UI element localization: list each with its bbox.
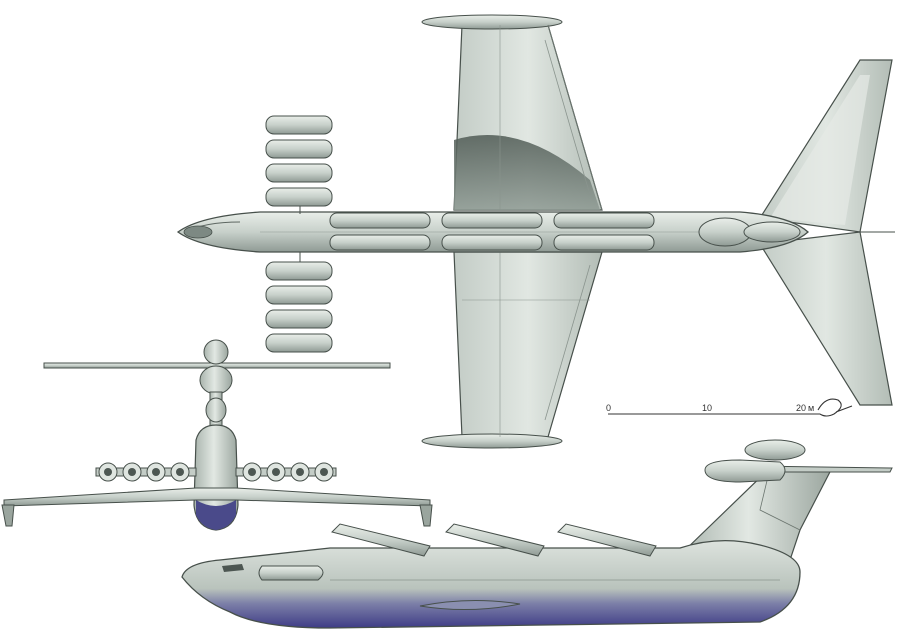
top-view-tail-engine bbox=[698, 217, 752, 247]
top-view bbox=[176, 14, 895, 449]
front-view-engines bbox=[95, 462, 337, 482]
top-view-missile-launchers bbox=[329, 212, 655, 251]
top-view-forward-engines-lower bbox=[265, 252, 333, 353]
front-view-fuselage bbox=[193, 424, 239, 531]
scale-tick-10: 10 bbox=[702, 403, 712, 413]
top-view-lower-wing bbox=[453, 251, 603, 438]
side-view bbox=[181, 439, 893, 629]
signature-mark bbox=[817, 398, 853, 417]
side-view-hull bbox=[181, 540, 801, 629]
scale-tick-20: 20 bbox=[796, 403, 806, 413]
top-view-lower-stabilizer bbox=[758, 231, 893, 406]
top-view-lower-wingtip-float bbox=[421, 433, 563, 449]
front-view bbox=[1, 339, 433, 531]
scale-tick-0: 0 bbox=[606, 403, 611, 413]
side-view-missile-launchers bbox=[331, 523, 657, 557]
scale-unit: м bbox=[808, 403, 814, 413]
scale-bar: 0 10 20 м bbox=[606, 398, 853, 417]
top-view-upper-wingtip-float bbox=[421, 14, 563, 30]
top-view-forward-engines-upper bbox=[265, 115, 333, 214]
